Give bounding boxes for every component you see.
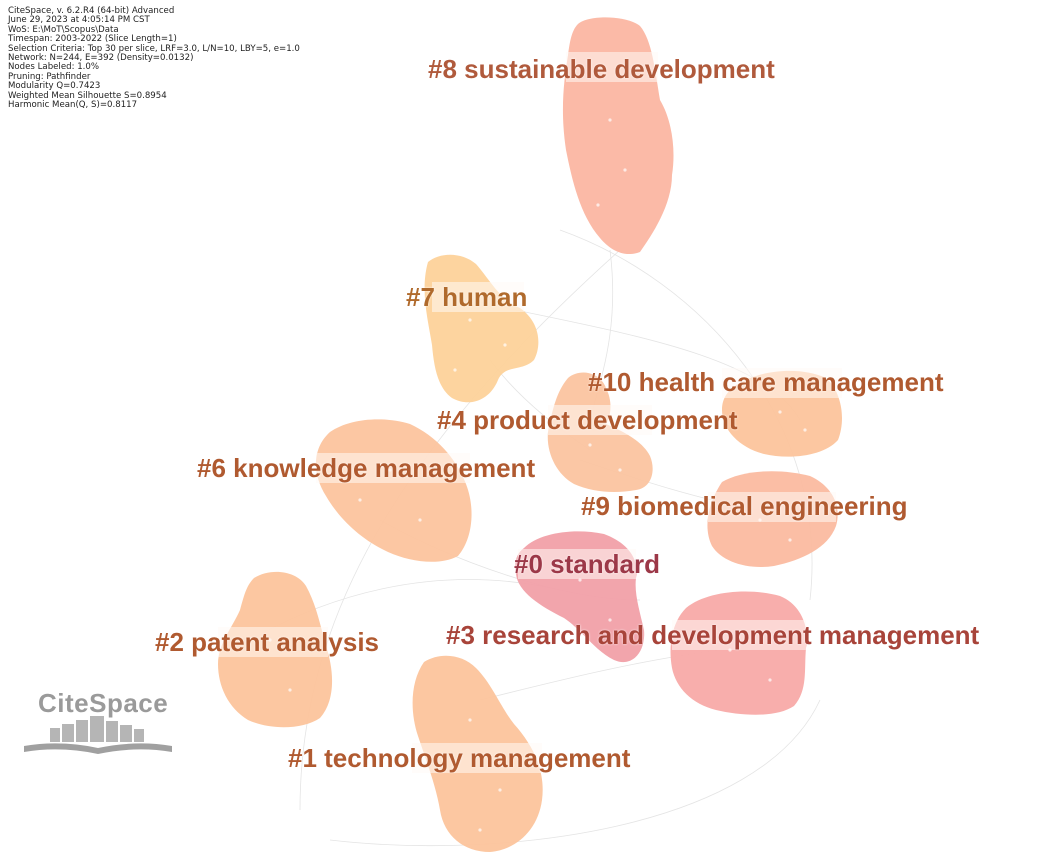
info-line-harmonic-mean: Harmonic Mean(Q, S)=0.8117 xyxy=(8,100,138,111)
cluster-label-3: #3 research and development management xyxy=(446,620,980,650)
cluster-label-9: #9 biomedical engineering xyxy=(581,491,908,521)
info-line-date: June 29, 2023 at 4:05:14 PM CST xyxy=(8,15,150,26)
cluster-label-4: #4 product development xyxy=(437,405,738,435)
cluster-label-7: #7 human xyxy=(406,282,528,312)
label-band-4 xyxy=(548,405,652,435)
label-band-3 xyxy=(672,620,806,650)
info-line-network: Network: N=244, E=392 (Density=0.0132) xyxy=(8,53,194,64)
cluster-6-blob xyxy=(315,419,472,562)
cluster-label-10: #10 health care management xyxy=(588,367,944,397)
cluster-label-1: #1 technology management xyxy=(288,743,631,773)
info-line-modularity: Modularity Q=0.7423 xyxy=(8,81,101,92)
info-line-source: WoS: E:\MoT\Scopus\Data xyxy=(8,24,119,35)
info-line-nodes-labeled: Nodes Labeled: 1.0% xyxy=(8,62,100,73)
cluster-7-blob xyxy=(424,254,539,403)
label-band-10 xyxy=(722,368,842,398)
info-line-pruning: Pruning: Pathfinder xyxy=(8,71,91,82)
citespace-info-panel: CiteSpace, v. 6.2.R4 (64-bit) Advanced J… xyxy=(8,6,300,111)
cluster-label-6: #6 knowledge management xyxy=(197,453,536,483)
label-band-0 xyxy=(518,549,636,579)
cluster-label-0: #0 standard xyxy=(514,549,660,579)
cluster-3-blob xyxy=(670,591,807,715)
cluster-6-shape xyxy=(315,419,472,562)
cluster-7-shape xyxy=(424,254,539,403)
cluster-label-8: #8 sustainable development xyxy=(428,54,775,84)
info-line-timespan: Timespan: 2003-2022 (Slice Length=1) xyxy=(8,34,177,45)
label-band-9 xyxy=(708,492,836,522)
label-band-2 xyxy=(218,627,328,657)
citespace-logo-graphic xyxy=(24,716,172,754)
cluster-3-shape xyxy=(670,591,807,715)
info-line-selection: Selection Criteria: Top 30 per slice, LR… xyxy=(8,43,300,54)
cluster-label-2: #2 patent analysis xyxy=(155,627,379,657)
label-band-7 xyxy=(432,282,524,312)
info-line-silhouette: Weighted Mean Silhouette S=0.8954 xyxy=(8,90,167,101)
label-band-1 xyxy=(412,743,542,773)
citespace-logo: CiteSpace xyxy=(20,688,176,760)
citespace-logo-text: CiteSpace xyxy=(38,688,169,718)
label-band-8 xyxy=(566,52,658,82)
info-line-version: CiteSpace, v. 6.2.R4 (64-bit) Advanced xyxy=(8,6,175,16)
label-band-6 xyxy=(316,453,470,483)
network-nodes xyxy=(268,118,807,832)
